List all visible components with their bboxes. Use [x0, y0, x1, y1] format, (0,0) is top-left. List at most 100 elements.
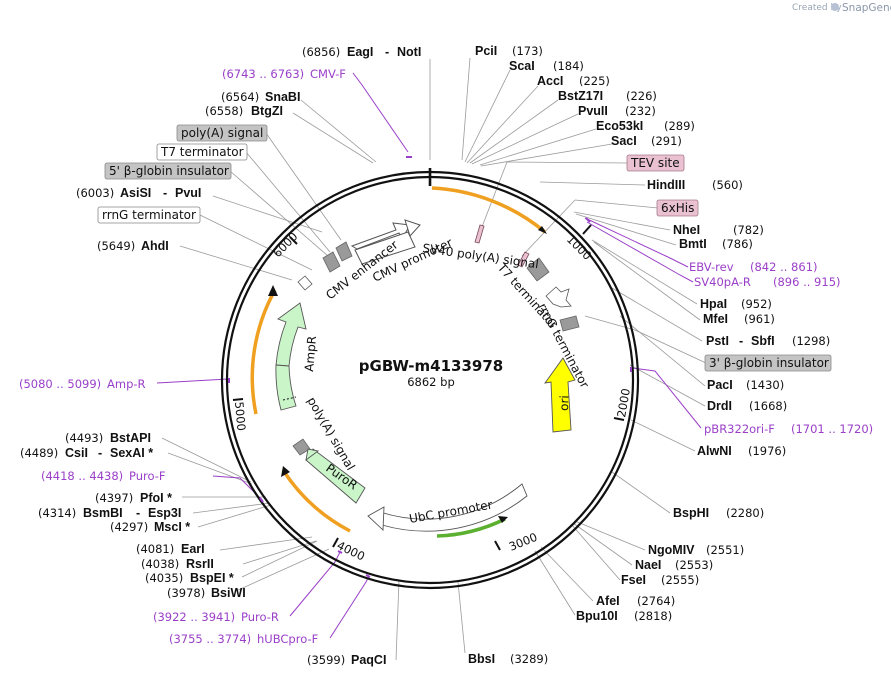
snapgene-logo-icon	[831, 3, 839, 11]
svg-text:HindIII: HindIII	[647, 178, 685, 192]
grey-features-right	[474, 224, 580, 332]
enzyme-ahdi[interactable]: (5649) AhdI	[97, 239, 169, 253]
svg-text:(4397): (4397)	[95, 491, 133, 505]
enzyme-acci[interactable]: AccI (225)	[537, 74, 610, 88]
enzyme-bstapi[interactable]: (4493) BstAPI	[65, 431, 151, 445]
svg-text:NgoMIV: NgoMIV	[648, 543, 695, 557]
enzyme-bmti[interactable]: BmtI (786)	[679, 237, 753, 251]
svg-text:BsiWI: BsiWI	[211, 586, 246, 600]
svg-text:(4035): (4035)	[145, 571, 183, 585]
boxed-t7-terminator[interactable]: T7 terminator	[156, 143, 248, 161]
enzyme-paci[interactable]: PacI (1430)	[707, 378, 784, 392]
enzyme-nhei[interactable]: NheI (782)	[673, 223, 764, 237]
svg-text:(782): (782)	[733, 223, 764, 237]
boxed-tev-site[interactable]: TEV site	[626, 154, 685, 172]
svg-text:(5649): (5649)	[97, 239, 135, 253]
svg-text:(1668): (1668)	[749, 399, 787, 413]
primer-cmv-f[interactable]: (6743 .. 6763) CMV-F	[222, 67, 346, 81]
enzyme-alwni[interactable]: AlwNI (1976)	[697, 444, 786, 458]
enzyme-asisi-pvui[interactable]: (6003) AsiSI - PvuI	[76, 186, 201, 200]
enzyme-bsphi[interactable]: BspHI (2280)	[673, 506, 764, 520]
svg-text:BspEI *: BspEI *	[190, 571, 234, 585]
primer-hubcpro-f[interactable]: (3755 .. 3774) hUBCpro-F	[169, 632, 318, 646]
primer-sv40pa-r[interactable]: SV40pA-R (896 .. 915)	[694, 275, 841, 289]
orf-bands	[250, 186, 547, 538]
boxed-6xhis[interactable]: 6xHis	[656, 199, 699, 217]
svg-text:SexAI *: SexAI *	[110, 446, 153, 460]
enzyme-btgzi[interactable]: (6558) BtgZI	[205, 104, 283, 118]
enzyme-bpu10i[interactable]: Bpu10I (2818)	[576, 609, 672, 623]
primer-pbr322ori-f[interactable]: pBR322ori-F (1701 .. 1720)	[704, 422, 873, 436]
svg-text:(225): (225)	[579, 74, 610, 88]
svg-text:(6558): (6558)	[205, 104, 243, 118]
svg-text:(3755 .. 3774): (3755 .. 3774)	[169, 632, 251, 646]
enzyme-fsei[interactable]: FseI (2555)	[621, 573, 699, 587]
enzyme-eco53ki[interactable]: Eco53kI (289)	[596, 119, 695, 133]
primer-amp-r[interactable]: (5080 .. 5099) Amp-R	[19, 377, 146, 391]
enzyme-ngomiv[interactable]: NgoMIV (2551)	[648, 543, 744, 557]
plasmid-name: pGBW-m4133978	[359, 357, 503, 375]
svg-text:PvuI: PvuI	[175, 186, 201, 200]
brand-name: SnapGene	[842, 2, 891, 14]
svg-text:(961): (961)	[744, 312, 775, 326]
backbone	[220, 168, 640, 590]
enzyme-hpai[interactable]: HpaI (952)	[700, 297, 772, 311]
svg-text:BstAPI: BstAPI	[110, 431, 151, 445]
enzyme-mfei[interactable]: MfeI (961)	[703, 312, 775, 326]
enzyme-bstz17i[interactable]: BstZ17I (226)	[558, 89, 657, 103]
svg-text:Puro-R: Puro-R	[241, 610, 279, 624]
primer-ebv-rev[interactable]: EBV-rev (842 .. 861)	[689, 260, 818, 274]
svg-text:Amp-R: Amp-R	[107, 377, 146, 391]
svg-text:-: -	[385, 45, 389, 59]
enzyme-naei[interactable]: NaeI (2553)	[635, 558, 713, 572]
svg-text:PfoI *: PfoI *	[140, 491, 172, 505]
svg-text:NheI: NheI	[673, 223, 700, 237]
enzyme-afei[interactable]: AfeI (2764)	[596, 594, 675, 608]
svg-text:6xHis: 6xHis	[661, 201, 694, 215]
boxed-rrng-terminator[interactable]: rrnG terminator	[97, 206, 201, 224]
svg-text:AsiSI: AsiSI	[120, 186, 151, 200]
svg-text:(6003): (6003)	[76, 186, 114, 200]
grey-features-left	[292, 241, 353, 456]
svg-text:-: -	[163, 186, 167, 200]
enzyme-bbsi[interactable]: BbsI (3289)	[468, 652, 548, 666]
enzyme-csii-sexai[interactable]: (4489) CsiI - SexAI *	[20, 446, 153, 460]
enzyme-psti-sbfi[interactable]: PstI - SbfI (1298)	[706, 334, 830, 348]
tick-marks	[232, 224, 625, 551]
enzyme-hindiii[interactable]: HindIII (560)	[647, 178, 743, 192]
brand-created-by: Created by	[792, 3, 842, 13]
svg-text:CsiI: CsiI	[65, 446, 88, 460]
enzyme-paqci[interactable]: (3599) PaqCI	[307, 653, 386, 667]
enzyme-bsmbi-esp3i[interactable]: (4314) BsmBI - Esp3I	[38, 506, 181, 520]
svg-text:BmtI: BmtI	[679, 237, 707, 251]
enzyme-bsiwi[interactable]: (3978) BsiWI	[167, 586, 246, 600]
svg-text:-: -	[136, 506, 140, 520]
enzyme-eagi-noti[interactable]: (6856) EagI - NotI	[302, 45, 421, 59]
primer-puro-f[interactable]: (4418 .. 4438) Puro-F	[41, 469, 166, 483]
ubc-promoter-feature	[367, 483, 528, 532]
boxed-polya-signal[interactable]: poly(A) signal	[176, 124, 268, 142]
enzyme-snabi[interactable]: (6564) SnaBI	[221, 90, 300, 104]
enzyme-bspei[interactable]: (4035) BspEI *	[145, 571, 234, 585]
svg-text:CMV-F: CMV-F	[310, 67, 346, 81]
boxed-beta-globin-5[interactable]: 5' β-globin insulator	[104, 162, 232, 180]
enzyme-saci[interactable]: SacI (291)	[611, 134, 682, 148]
enzyme-pfoi[interactable]: (4397) PfoI *	[95, 491, 172, 505]
svg-text:(6856): (6856)	[302, 45, 340, 59]
enzyme-pcii[interactable]: PciI (173)	[475, 44, 543, 58]
primer-puro-r[interactable]: (3922 .. 3941) Puro-R	[153, 610, 279, 624]
enzyme-drdi[interactable]: DrdI (1668)	[707, 399, 787, 413]
enzyme-scai[interactable]: ScaI (184)	[509, 59, 584, 73]
boxed-beta-globin-3[interactable]: 3' β-globin insulator	[704, 354, 832, 372]
enzyme-msci[interactable]: (4297) MscI *	[110, 520, 190, 534]
svg-text:PvuII: PvuII	[578, 104, 608, 118]
svg-text:PaqCI: PaqCI	[351, 653, 386, 667]
tick-5000: 5000	[232, 401, 248, 431]
svg-text:(2280): (2280)	[726, 506, 764, 520]
enzyme-rsrii[interactable]: (4038) RsrII	[141, 557, 214, 571]
svg-text:BbsI: BbsI	[468, 652, 495, 666]
enzyme-eari[interactable]: (4081) EarI	[136, 542, 205, 556]
enzyme-pvuii[interactable]: PvuII (232)	[578, 104, 656, 118]
svg-text:Esp3I: Esp3I	[148, 506, 181, 520]
svg-text:(6564): (6564)	[221, 90, 259, 104]
